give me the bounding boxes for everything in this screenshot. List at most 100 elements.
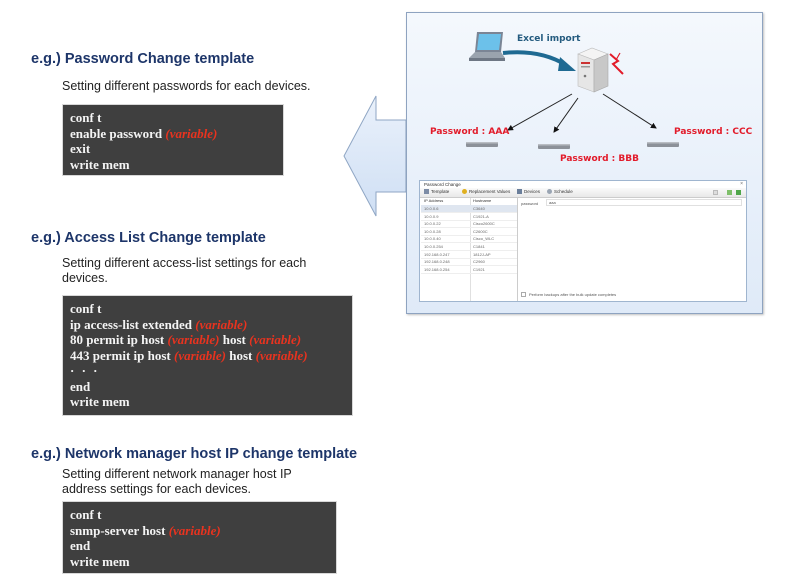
hostname-cell: C1921-A [473, 213, 489, 219]
table-row[interactable]: 192.168.0.247 1812J-AP [421, 251, 517, 259]
code-line: enable password (variable) [70, 126, 276, 142]
section-title-access-list: e.g.) Access List Change template [31, 230, 266, 246]
refresh-icon[interactable] [736, 190, 741, 195]
template-icon [424, 189, 429, 194]
ip-address-cell: 10.0.0.6 [424, 206, 439, 211]
code-line: · · · [70, 363, 345, 379]
section-title-network-manager: e.g.) Network manager host IP change tem… [31, 446, 358, 462]
variable-placeholder: (variable) [195, 316, 248, 332]
arrow-to-device-aaa [507, 93, 573, 131]
variable-placeholder: (variable) [255, 347, 308, 363]
hostname-cell: 1812J-AP [473, 251, 491, 257]
code-line: end [70, 538, 329, 554]
lightning-icon [609, 52, 624, 75]
hostname-cell: Cisco2600C [473, 221, 495, 227]
tab-bar: Template Replacement Values Devices Sche… [420, 188, 746, 198]
description-line: Setting different network manager host I… [62, 467, 292, 481]
code-text: exit [70, 141, 91, 156]
hostname-cell: C1921 [473, 266, 485, 272]
table-row[interactable]: 192.168.0.248 C2960 [421, 258, 517, 267]
arrow-to-device-bbb [553, 97, 579, 133]
tab-devices[interactable]: Devices [517, 189, 540, 194]
code-text: write mem [70, 394, 130, 409]
variable-placeholder: (variable) [168, 522, 221, 538]
devices-icon [517, 189, 522, 194]
code-text: end [70, 538, 91, 553]
export-icon[interactable] [713, 190, 718, 195]
variable-placeholder: (variable) [174, 347, 226, 363]
ip-address-cell: 10.0.0.22 [424, 221, 441, 227]
description-line: Setting different access-list settings f… [62, 256, 307, 270]
ip-address-cell: 192.168.0.248 [424, 259, 450, 265]
variable-placeholder: (variable) [165, 125, 218, 141]
code-text: write mem [70, 156, 130, 172]
table-row[interactable]: 10.0.0.9 C1921-A [421, 213, 517, 221]
ip-address-cell: 10.0.0.9 [424, 213, 439, 219]
section-title-password: e.g.) Password Change template [31, 51, 255, 67]
distribution-arrows [507, 93, 657, 133]
server-icon [577, 47, 609, 93]
code-text: host [225, 347, 256, 363]
backup-checkbox-label: Perform backups after the bulk update co… [529, 292, 617, 297]
laptop-icon [469, 32, 505, 61]
ip-address-cell: 10.0.0.40 [424, 236, 441, 242]
add-icon[interactable] [727, 190, 732, 195]
description-line: address settings for each devices. [62, 482, 251, 496]
code-text: snmp-server host [70, 522, 169, 538]
backup-checkbox[interactable] [521, 292, 526, 297]
password-label-bbb: Password : BBB [560, 154, 639, 164]
code-line: conf t [70, 507, 329, 523]
code-line: ip access-list extended (variable) [70, 317, 345, 333]
app-title: Password Change [424, 182, 461, 187]
arrow-to-device-ccc [602, 93, 657, 129]
code-text: 80 permit ip host [70, 332, 168, 347]
hostname-cell: Cisco_WLC [473, 236, 495, 242]
tab-schedule[interactable]: Schedule [547, 189, 573, 194]
password-label-ccc: Password : CCC [674, 127, 753, 137]
code-text: end [70, 378, 91, 394]
variable-placeholder: (variable) [249, 332, 302, 347]
hostname-cell: C1841 [473, 244, 485, 249]
network-device-icon [538, 144, 570, 149]
table-row[interactable]: 10.0.0.22 Cisco2600C [421, 220, 517, 229]
table-row[interactable]: 10.0.0.6 C3640 [421, 205, 517, 213]
ip-address-cell: 10.0.0.28 [424, 228, 441, 234]
table-row[interactable]: 10.0.0.28 C2600C [421, 228, 517, 236]
code-text: host [219, 332, 250, 347]
network-device-icon [647, 142, 679, 147]
code-text: conf t [70, 301, 102, 316]
code-line: write mem [70, 394, 345, 410]
password-change-app-window: Password Change × Template Replacement V… [419, 180, 747, 302]
column-header[interactable]: IP Address [424, 198, 444, 203]
code-text: conf t [70, 507, 102, 522]
network-device-icon [466, 142, 498, 147]
code-text: ip access-list extended [70, 316, 196, 332]
section-description: Setting different network manager host I… [62, 467, 292, 497]
code-line: conf t [70, 301, 345, 317]
description-line: devices. [62, 271, 108, 285]
table-row[interactable]: 10.0.0.40 Cisco_WLC [421, 235, 517, 244]
code-text: 443 permit ip host [70, 347, 174, 363]
password-field[interactable]: aaa [546, 199, 742, 206]
big-left-arrow-icon [343, 95, 407, 217]
tab-template[interactable]: Template [424, 189, 449, 194]
close-icon[interactable]: × [740, 181, 743, 187]
tab-replacement-values[interactable]: Replacement Values [462, 189, 510, 194]
code-line: snmp-server host (variable) [70, 523, 329, 539]
code-line: end [70, 379, 345, 395]
code-text: conf t [70, 110, 102, 125]
code-text: enable password [70, 125, 166, 141]
code-text: write mem [70, 553, 130, 569]
column-header[interactable]: Hostname [473, 198, 492, 203]
ip-address-cell: 192.168.0.247 [424, 251, 450, 257]
hostname-cell: C3640 [473, 206, 485, 211]
hostname-cell: C2600C [473, 228, 488, 234]
section-description: Setting different access-list settings f… [62, 256, 306, 286]
hostname-cell: C2960 [473, 259, 485, 265]
